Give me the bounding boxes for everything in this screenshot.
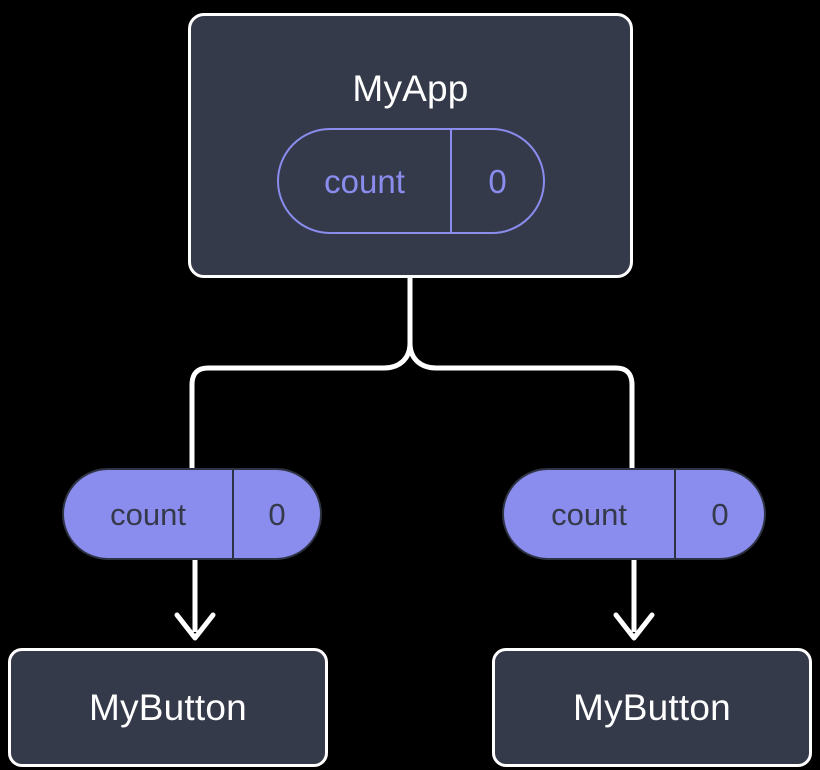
arrow-left (174, 560, 216, 641)
connector-trunk (189, 275, 413, 473)
node-mybutton-0-label: MyButton (89, 687, 247, 728)
arrow-right (613, 560, 655, 641)
state-pill-root[interactable]: count 0 (277, 128, 545, 234)
node-mybutton-1[interactable]: MyButton (492, 648, 812, 767)
state-pill-branch-1-value: 0 (674, 470, 764, 558)
state-pill-branch-1-key: count (551, 496, 627, 532)
state-pill-branch-0[interactable]: count 0 (62, 468, 322, 560)
node-mybutton-0[interactable]: MyButton (8, 648, 328, 767)
node-mybutton-1-label: MyButton (573, 687, 731, 728)
connector-branch-right (407, 340, 635, 473)
state-pill-branch-0-key: count (110, 496, 186, 532)
state-pill-branch-0-value: 0 (232, 470, 320, 558)
node-myapp-title: MyApp (352, 68, 469, 109)
state-pill-root-value: 0 (450, 130, 543, 232)
state-pill-branch-1[interactable]: count 0 (502, 468, 766, 560)
state-pill-root-key: count (324, 162, 405, 200)
